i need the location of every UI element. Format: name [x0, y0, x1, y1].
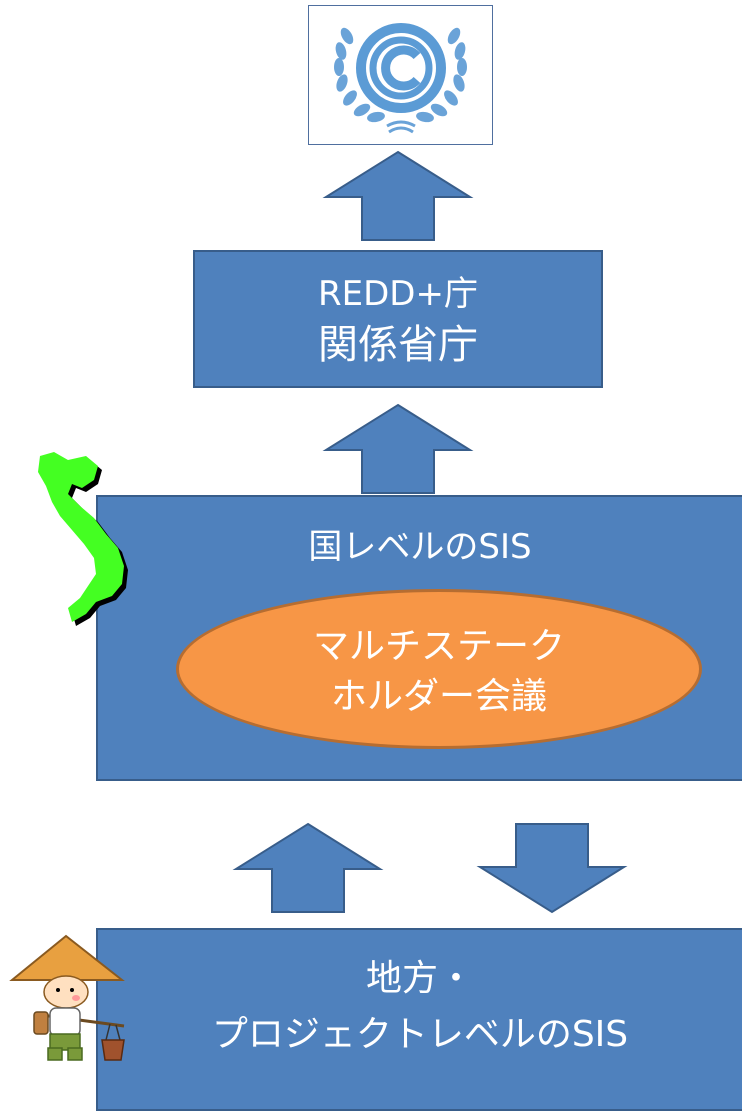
meeting-line2: ホルダー会議 — [330, 676, 547, 717]
arrow-up-icon — [322, 150, 474, 241]
local-line1: 地方・ — [365, 958, 474, 999]
multistakeholder-meeting-oval: マルチステーク ホルダー会議 — [176, 589, 702, 749]
unfccc-logo-icon — [334, 23, 467, 134]
local-line2: プロジェクトレベルのSIS — [211, 1014, 629, 1055]
local-sis-box: 地方・ プロジェクトレベルのSIS — [96, 928, 742, 1111]
vietnam-map-icon — [38, 452, 128, 626]
agency-line1: REDD+庁 — [318, 274, 478, 314]
agency-box: REDD+庁 関係省庁 — [193, 250, 603, 388]
unfccc-logo — [308, 5, 493, 145]
meeting-line1: マルチステーク — [312, 626, 565, 667]
national-sis-title: 国レベルのSIS — [308, 527, 532, 567]
farmer-illustration-icon — [9, 934, 125, 1061]
agency-line2: 関係省庁 — [318, 322, 478, 368]
arrow-up-icon — [322, 403, 474, 494]
arrow-down-icon — [476, 823, 628, 914]
national-sis-box: 国レベルのSIS マルチステーク ホルダー会議 — [96, 495, 742, 781]
arrow-up-icon — [232, 822, 384, 913]
